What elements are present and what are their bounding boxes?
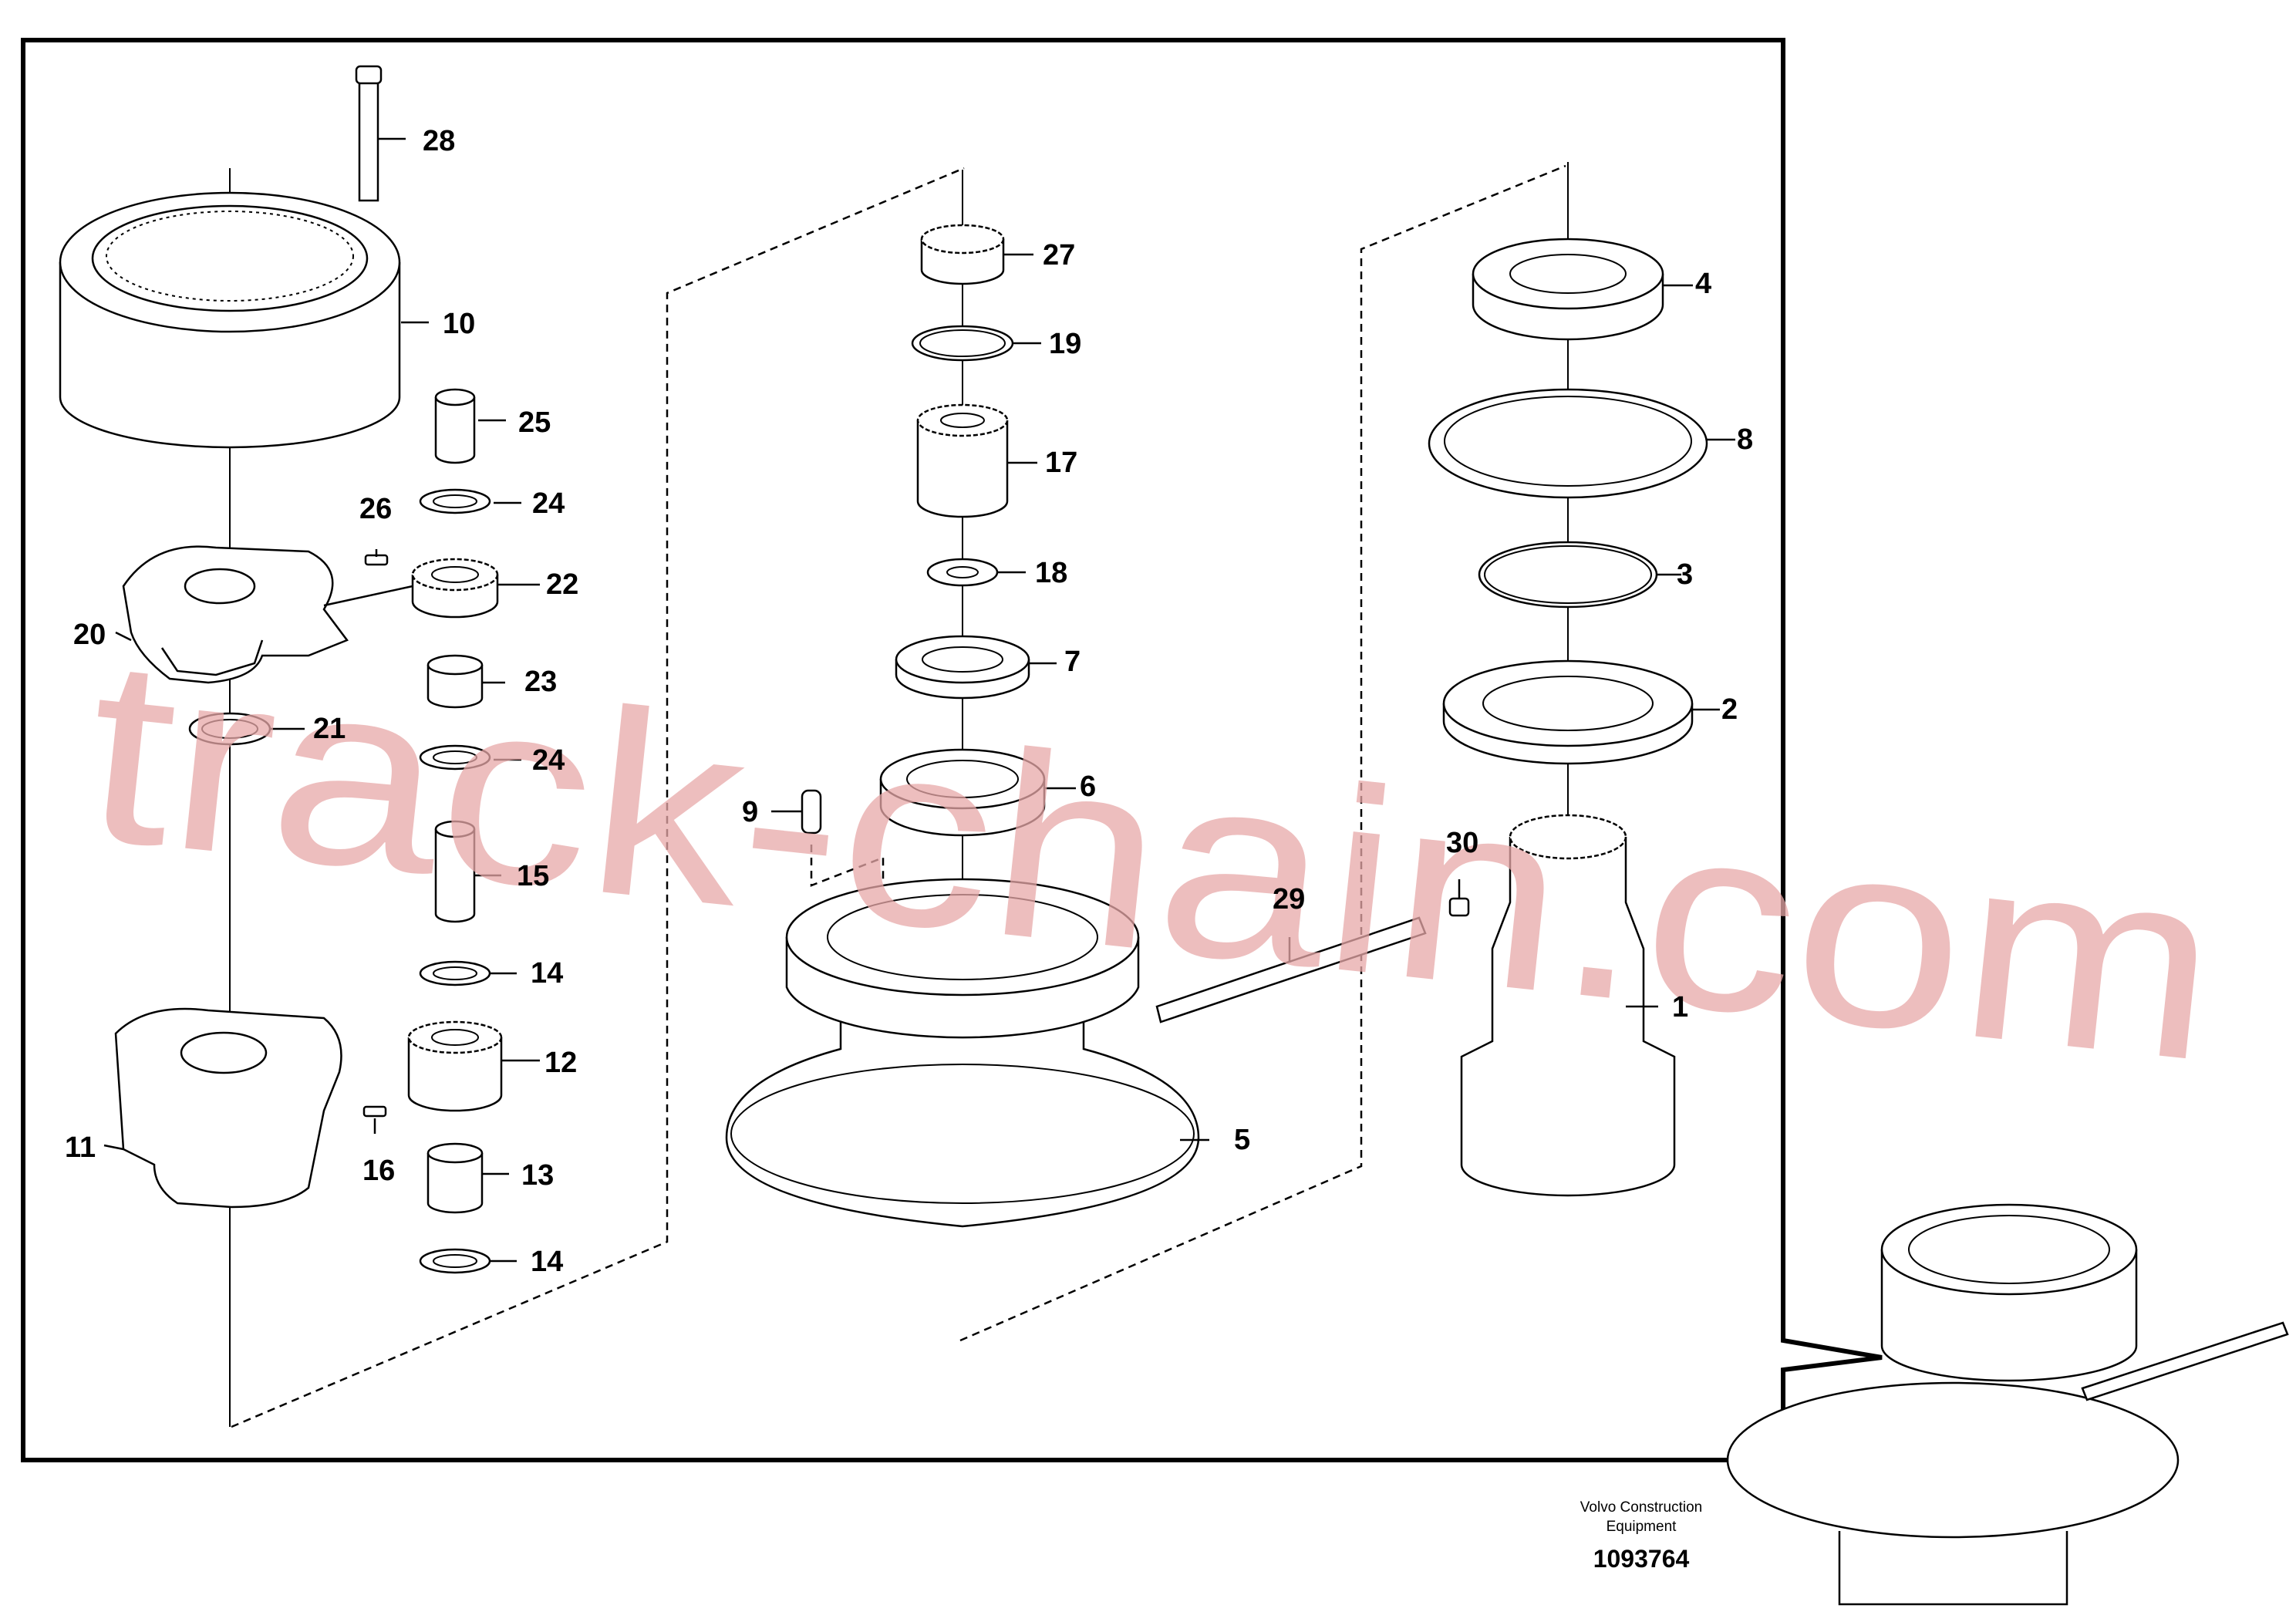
part-10-ring-gear (59, 191, 401, 449)
part-1-pinion-shaft (1460, 814, 1676, 1197)
callout-23: 23 (524, 666, 557, 698)
callout-11: 11 (65, 1131, 96, 1164)
part-25-pin (434, 388, 476, 464)
part-5-housing (725, 878, 1200, 1228)
part-19-snap-ring (911, 325, 1014, 362)
part-2-seal-ring (1442, 659, 1694, 765)
callout-20: 20 (73, 619, 106, 651)
callout-2: 2 (1721, 693, 1738, 726)
part-7-spacer (895, 635, 1030, 700)
callout-24-upper: 24 (532, 487, 565, 520)
part-14-washer-upper (419, 960, 491, 986)
callout-1: 1 (1672, 991, 1688, 1023)
part-24-washer-lower (419, 744, 491, 771)
callout-4: 4 (1695, 268, 1711, 300)
part-13-bushing (426, 1142, 484, 1214)
callout-7: 7 (1064, 646, 1081, 678)
callout-labels: 28 10 25 24 26 22 20 23 21 24 27 19 17 1… (65, 125, 1753, 1278)
callout-26: 26 (359, 493, 392, 525)
callout-30: 30 (1446, 827, 1478, 859)
callout-6: 6 (1080, 771, 1096, 803)
callout-21: 21 (313, 713, 346, 745)
part-17-sun-gear (916, 403, 1009, 518)
part-8-seal (1428, 388, 1708, 499)
part-12-gear (407, 1020, 503, 1112)
callout-18: 18 (1035, 557, 1067, 589)
diagram-frame (21, 38, 1883, 1462)
part-16-pin (362, 1105, 387, 1118)
callout-24-lower: 24 (532, 744, 565, 777)
part-28-bolt (355, 65, 383, 202)
callout-14-upper: 14 (531, 957, 563, 990)
callout-16: 16 (362, 1155, 395, 1187)
dashed-boundary-middle (959, 164, 1566, 1342)
part-11-planet-carrier (114, 1007, 342, 1209)
callout-25: 25 (518, 406, 551, 439)
callout-3: 3 (1677, 558, 1693, 591)
callout-10: 10 (443, 308, 475, 340)
callout-29: 29 (1273, 883, 1305, 916)
part-3-o-ring (1478, 541, 1658, 609)
callout-28: 28 (423, 125, 455, 157)
callout-13: 13 (521, 1159, 554, 1192)
part-24-washer-upper (419, 488, 491, 514)
caption-company-line2: Equipment (1607, 1519, 1677, 1535)
callout-leaders (103, 137, 1735, 1263)
part-15-pin (434, 820, 476, 923)
part-23-needle-bearing (426, 654, 484, 709)
part-14-washer-lower (419, 1248, 491, 1274)
part-20-planet-carrier (122, 545, 349, 684)
callout-22: 22 (546, 568, 578, 601)
callout-8: 8 (1737, 423, 1753, 456)
part-6-bearing (879, 748, 1046, 837)
caption-company-line1: Volvo Construction (1580, 1499, 1702, 1516)
diagram-caption: Volvo Construction Equipment 1093764 (1580, 1499, 1702, 1573)
callout-19: 19 (1049, 328, 1081, 360)
callout-14-lower: 14 (531, 1246, 563, 1278)
callout-17: 17 (1045, 447, 1077, 479)
part-29-shaft (1155, 916, 1427, 1023)
assembled-unit-thumbnail (1726, 1203, 2289, 1606)
part-27-pinion (920, 224, 1005, 285)
dashed-boundary-left (231, 167, 965, 1428)
callout-5: 5 (1234, 1124, 1250, 1156)
callout-15: 15 (517, 860, 549, 892)
dashed-leader-9 (810, 845, 885, 887)
part-4-bearing (1472, 238, 1664, 341)
callout-27: 27 (1043, 239, 1075, 271)
callout-12: 12 (544, 1047, 577, 1079)
callout-9: 9 (742, 796, 758, 828)
watermark: track-chain.com (75, 602, 2230, 1116)
caption-part-number: 1093764 (1593, 1545, 1690, 1573)
part-18-washer (926, 558, 999, 587)
part-22-gear (411, 558, 499, 619)
